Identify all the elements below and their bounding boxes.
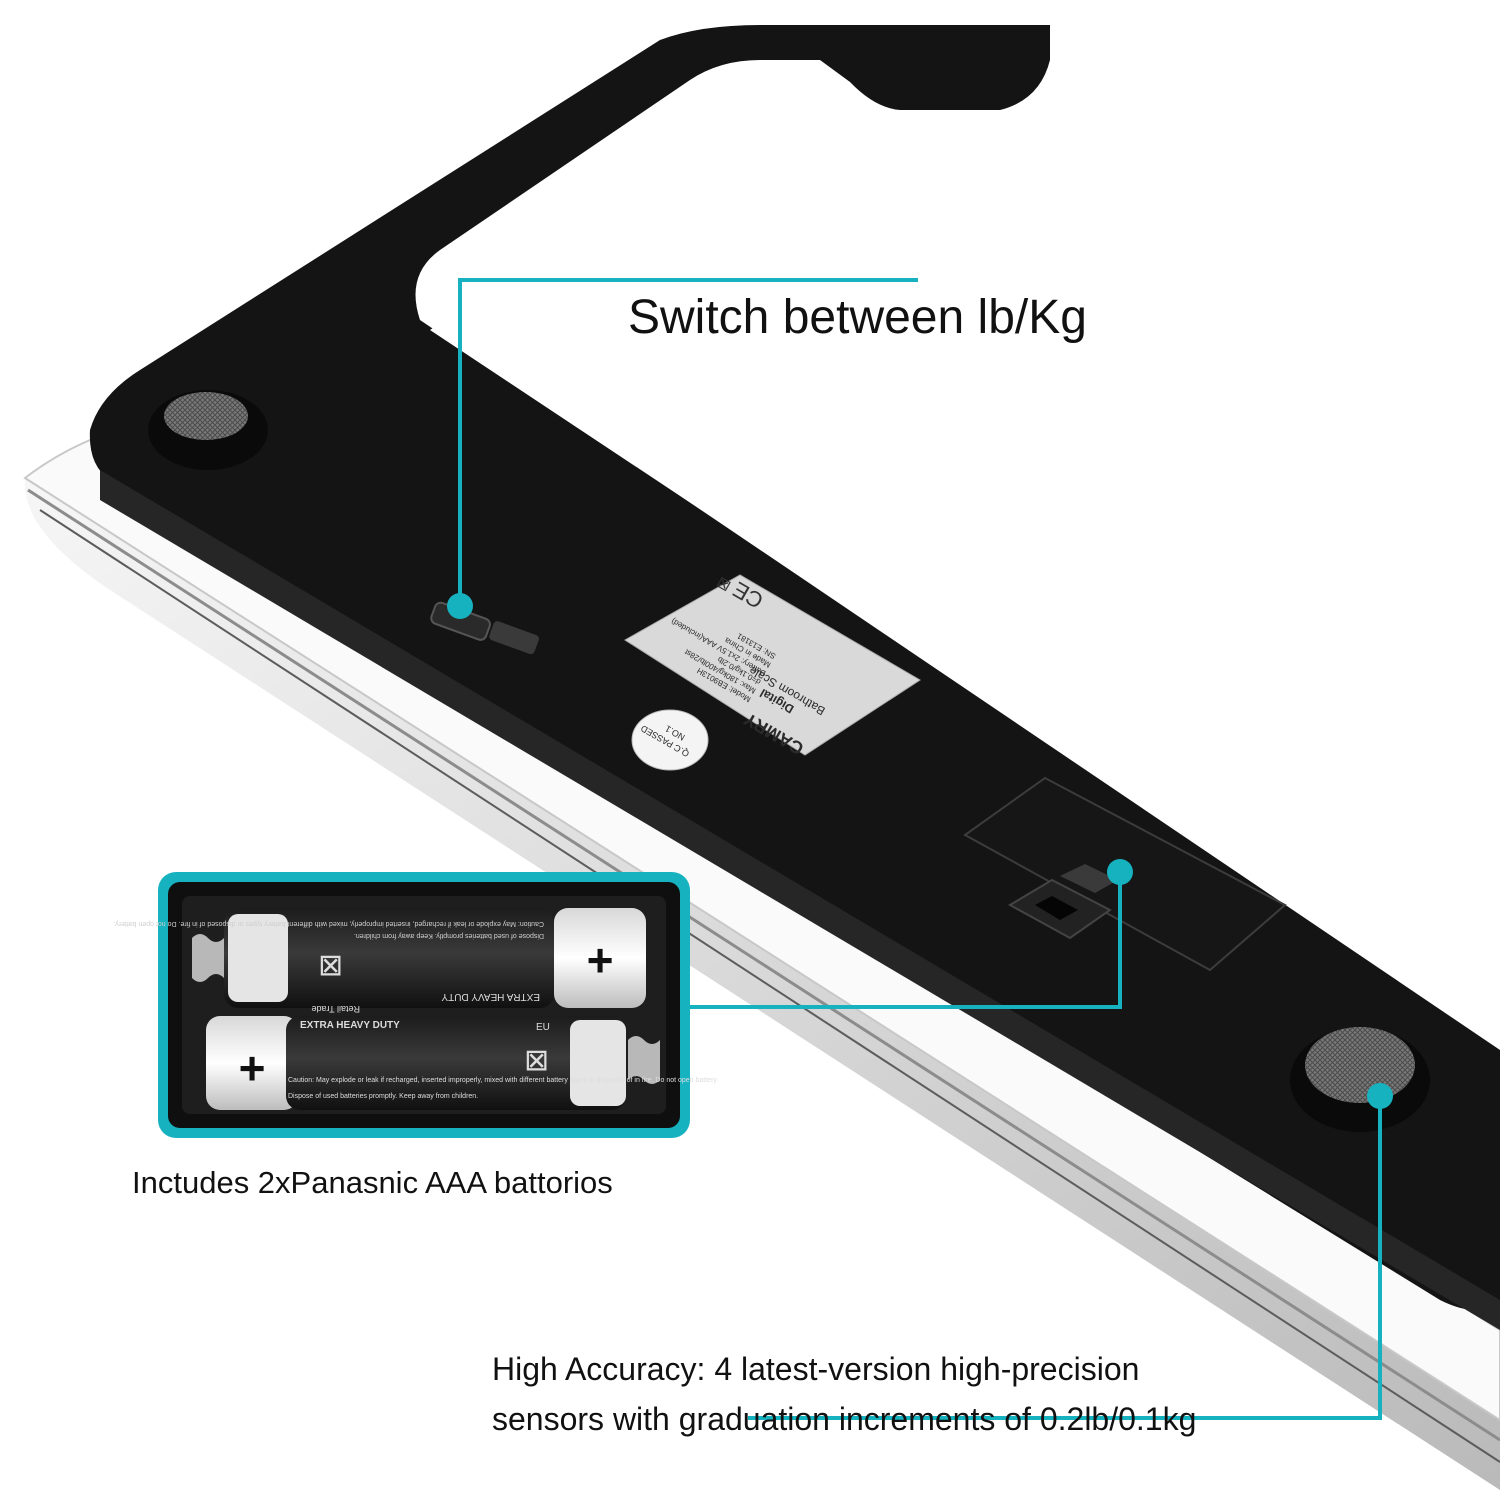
- battery-top: + EXTRA HEAVY DUTY Caution: May explode …: [114, 908, 646, 1014]
- battery-bottom-brand: EXTRA HEAVY DUTY: [300, 1020, 400, 1031]
- recycle-bin-icon-2: ⊠: [524, 1043, 549, 1078]
- switch-dot: [447, 593, 473, 619]
- accuracy-line-1: High Accuracy: 4 latest-version high-pre…: [492, 1351, 1140, 1387]
- rating-label: CAMRY Model: EB9013H Max: 180kg/400lb/28…: [624, 573, 921, 759]
- battery-leader-line: [690, 872, 1122, 1009]
- callout-lines: [458, 278, 1382, 1420]
- recycle-bin-icon: ⊠: [318, 948, 343, 983]
- battery-top-brand: EXTRA HEAVY DUTY: [441, 991, 540, 1002]
- foot-leader-line: [748, 1096, 1382, 1420]
- rubber-foot-right: [1290, 1027, 1430, 1132]
- switch-callout-text: Switch between lb/Kg: [628, 291, 1087, 344]
- battery-bottom: + EXTRA HEAVY DUTY EU Caution: May explo…: [206, 1016, 718, 1110]
- accuracy-callout-text: High Accuracy: 4 latest-version high-pre…: [492, 1344, 1196, 1444]
- battery-bottom-caution: Caution: May explode or leak if recharge…: [288, 1077, 718, 1084]
- svg-text:+: +: [239, 1042, 266, 1094]
- battery-inset: + EXTRA HEAVY DUTY Caution: May explode …: [114, 872, 718, 1138]
- battery-top-caution: Caution: May explode or leak if recharge…: [114, 920, 544, 927]
- battery-callout-text: Inctudes 2xPanasnic AAA battorios: [132, 1165, 613, 1200]
- battery-bottom-region: EU: [536, 1022, 550, 1033]
- battery-top-dispose: Dispose of used batteries promptly. Keep…: [354, 932, 544, 939]
- unit-switch[interactable]: [430, 601, 540, 655]
- qc-sticker: Q.C PASSED NO.1: [631, 709, 709, 771]
- battery-top-trade: Retail Trade: [311, 1004, 360, 1014]
- glass-platform: [23, 438, 1500, 1490]
- svg-text:+: +: [587, 934, 614, 986]
- rubber-foot-left: [148, 390, 268, 470]
- foot-dot: [1367, 1083, 1393, 1109]
- switch-leader-line: [458, 278, 918, 606]
- callout-dots: [447, 593, 1393, 1109]
- accuracy-line-2: sensors with graduation increments of 0.…: [492, 1401, 1197, 1437]
- battery-dot: [1107, 859, 1133, 885]
- battery-bottom-dispose: Dispose of used batteries promptly. Keep…: [288, 1093, 478, 1100]
